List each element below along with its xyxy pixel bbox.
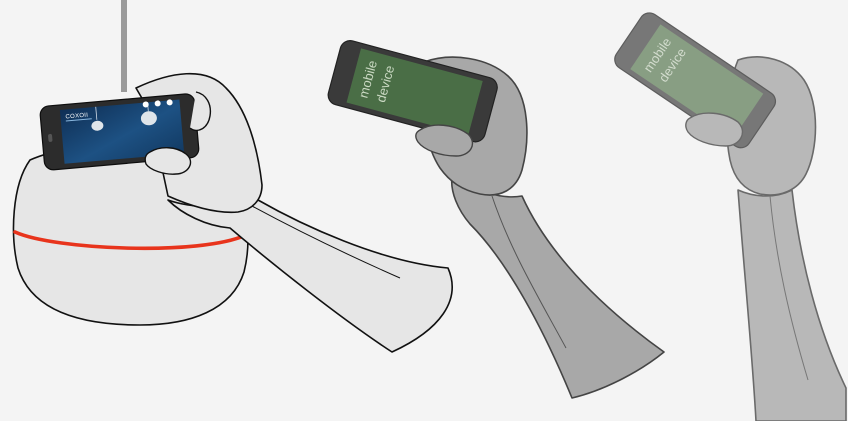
middle-phone: mobile device — [326, 38, 500, 144]
middle-hand-panel: mobile device — [326, 38, 664, 398]
right-arm — [738, 190, 846, 421]
hanging-rod — [121, 0, 127, 92]
middle-arm — [452, 176, 664, 398]
